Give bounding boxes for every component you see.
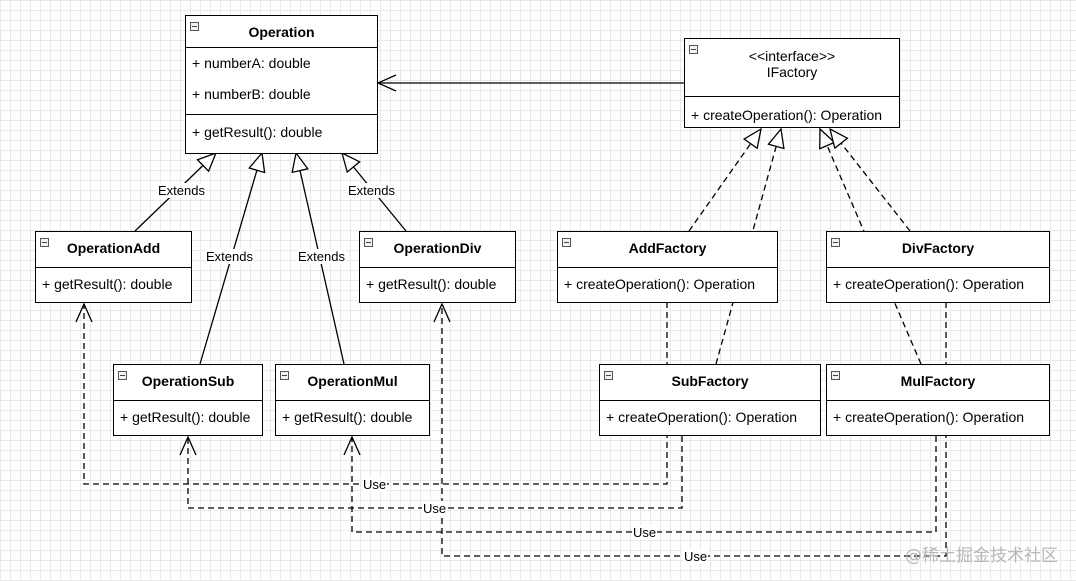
class-operation-method: + getResult(): double: [42, 276, 173, 292]
class-name: AddFactory: [628, 240, 707, 256]
class-name: DivFactory: [901, 240, 975, 256]
extends-label-mul: Extends: [297, 249, 346, 264]
collapse-toggle-icon[interactable]: [190, 22, 199, 31]
class-operation[interactable]: Operation + numberA: double + numberB: d…: [185, 15, 378, 154]
class-div-factory[interactable]: DivFactory + createOperation(): Operatio…: [826, 231, 1050, 303]
class-name: SubFactory: [671, 373, 749, 389]
class-operation-method: + createOperation(): Operation: [606, 409, 798, 425]
use-label-mulfactory: Use: [632, 525, 658, 540]
extends-label-add: Extends: [157, 183, 206, 198]
collapse-toggle-icon[interactable]: [40, 238, 49, 247]
watermark: @稀土掘金技术社区: [905, 546, 1058, 566]
collapse-toggle-icon[interactable]: [604, 371, 613, 380]
collapse-toggle-icon[interactable]: [831, 371, 840, 380]
class-operation-method: + getResult(): double: [120, 409, 251, 425]
interface-ifactory[interactable]: <<interface>> IFactory + createOperation…: [684, 38, 900, 128]
class-attribute: + numberB: double: [192, 86, 311, 102]
realize-edge-mulfactory: [820, 129, 922, 365]
collapse-toggle-icon[interactable]: [562, 238, 571, 247]
class-name: OperationMul: [307, 373, 398, 389]
class-operation-method: + getResult(): double: [366, 276, 497, 292]
class-operation-add[interactable]: OperationAdd + getResult(): double: [35, 231, 192, 303]
class-name: Operation: [248, 24, 315, 40]
class-name: OperationAdd: [66, 240, 161, 256]
class-operation-sub[interactable]: OperationSub + getResult(): double: [113, 364, 263, 436]
class-mul-factory[interactable]: MulFactory + createOperation(): Operatio…: [826, 364, 1050, 436]
collapse-toggle-icon[interactable]: [118, 371, 127, 380]
collapse-toggle-icon[interactable]: [831, 238, 840, 247]
class-name: OperationSub: [141, 373, 235, 389]
use-label-divfactory: Use: [683, 549, 709, 564]
class-operation-method: + createOperation(): Operation: [833, 409, 1025, 425]
realize-edge-addfactory: [688, 129, 761, 232]
class-operation-method: + createOperation(): Operation: [691, 107, 883, 123]
class-name: MulFactory: [900, 373, 976, 389]
extends-label-sub: Extends: [205, 249, 254, 264]
class-add-factory[interactable]: AddFactory + createOperation(): Operatio…: [557, 231, 778, 303]
realize-edge-divfactory: [830, 129, 911, 232]
class-operation-div[interactable]: OperationDiv + getResult(): double: [359, 231, 516, 303]
class-operation-mul[interactable]: OperationMul + getResult(): double: [275, 364, 430, 436]
collapse-toggle-icon[interactable]: [364, 238, 373, 247]
class-sub-factory[interactable]: SubFactory + createOperation(): Operatio…: [599, 364, 821, 436]
use-edge-subfactory: [188, 436, 683, 509]
class-name: OperationDiv: [393, 240, 482, 256]
class-name: IFactory: [766, 64, 818, 80]
use-label-subfactory: Use: [422, 501, 448, 516]
stereotype-label: <<interface>>: [748, 48, 836, 64]
class-operation-method: + getResult(): double: [192, 124, 323, 140]
class-operation-method: + createOperation(): Operation: [564, 276, 756, 292]
collapse-toggle-icon[interactable]: [280, 371, 289, 380]
class-operation-method: + createOperation(): Operation: [833, 276, 1025, 292]
collapse-toggle-icon[interactable]: [689, 45, 698, 54]
class-attribute: + numberA: double: [192, 55, 311, 71]
class-operation-method: + getResult(): double: [282, 409, 413, 425]
use-label-addfactory: Use: [362, 477, 388, 492]
extends-label-div: Extends: [347, 183, 396, 198]
